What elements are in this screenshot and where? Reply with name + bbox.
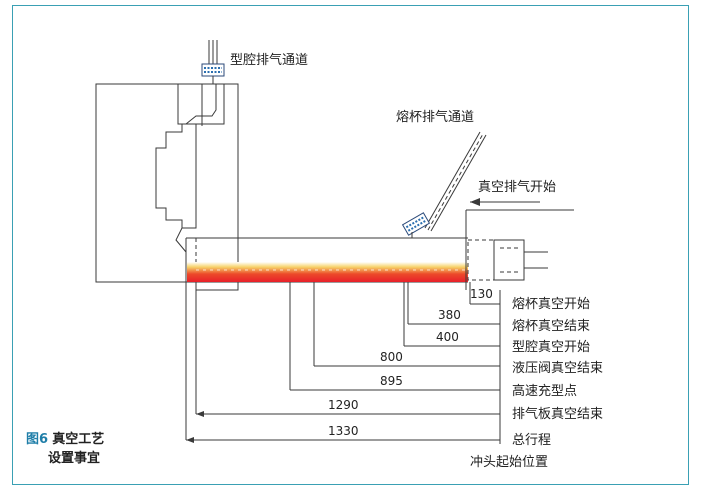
molten-metal <box>187 262 468 282</box>
figure-title-line1: 真空工艺 <box>52 432 105 447</box>
label-total-stroke: 总行程 <box>512 433 551 448</box>
position-1290: 1290 <box>328 398 359 412</box>
label-vent-plate-vacuum-end: 排气板真空结束 <box>512 406 603 422</box>
position-380: 380 <box>438 308 461 322</box>
label-cup-vacuum-start: 熔杯真空开始 <box>512 297 590 312</box>
mold-vent-channel <box>201 40 225 84</box>
label-high-speed-fill-point: 高速充型点 <box>512 383 577 399</box>
figure-frame <box>12 5 689 485</box>
mold-vent-label: 型腔排气通道 <box>230 52 308 68</box>
figure-number: 图6 <box>26 432 49 447</box>
position-800: 800 <box>380 350 403 364</box>
cup-vent-channel <box>401 131 487 238</box>
label-hydraulic-valve-vacuum-end: 液压阀真空结束 <box>512 361 603 376</box>
position-400: 400 <box>436 330 459 344</box>
figure-caption: 图6 真空工艺 设置事宜 <box>26 430 104 468</box>
figure-title-line2: 设置事宜 <box>48 451 101 466</box>
position-130: 130 <box>470 287 493 301</box>
label-plunger-start-position: 冲头起始位置 <box>470 455 548 470</box>
vacuum-start-arrow <box>470 198 540 206</box>
mold-block <box>95 83 239 291</box>
vacuum-start-label: 真空排气开始 <box>478 179 556 195</box>
plunger <box>465 209 574 290</box>
label-mold-vacuum-start: 型腔真空开始 <box>512 340 590 355</box>
shot-sleeve <box>185 237 468 290</box>
position-895: 895 <box>380 374 403 388</box>
cup-vent-label: 熔杯排气通道 <box>396 109 474 125</box>
label-cup-vacuum-end: 熔杯真空结束 <box>512 319 590 334</box>
dimension-lines <box>185 282 501 444</box>
position-1330: 1330 <box>328 424 359 438</box>
